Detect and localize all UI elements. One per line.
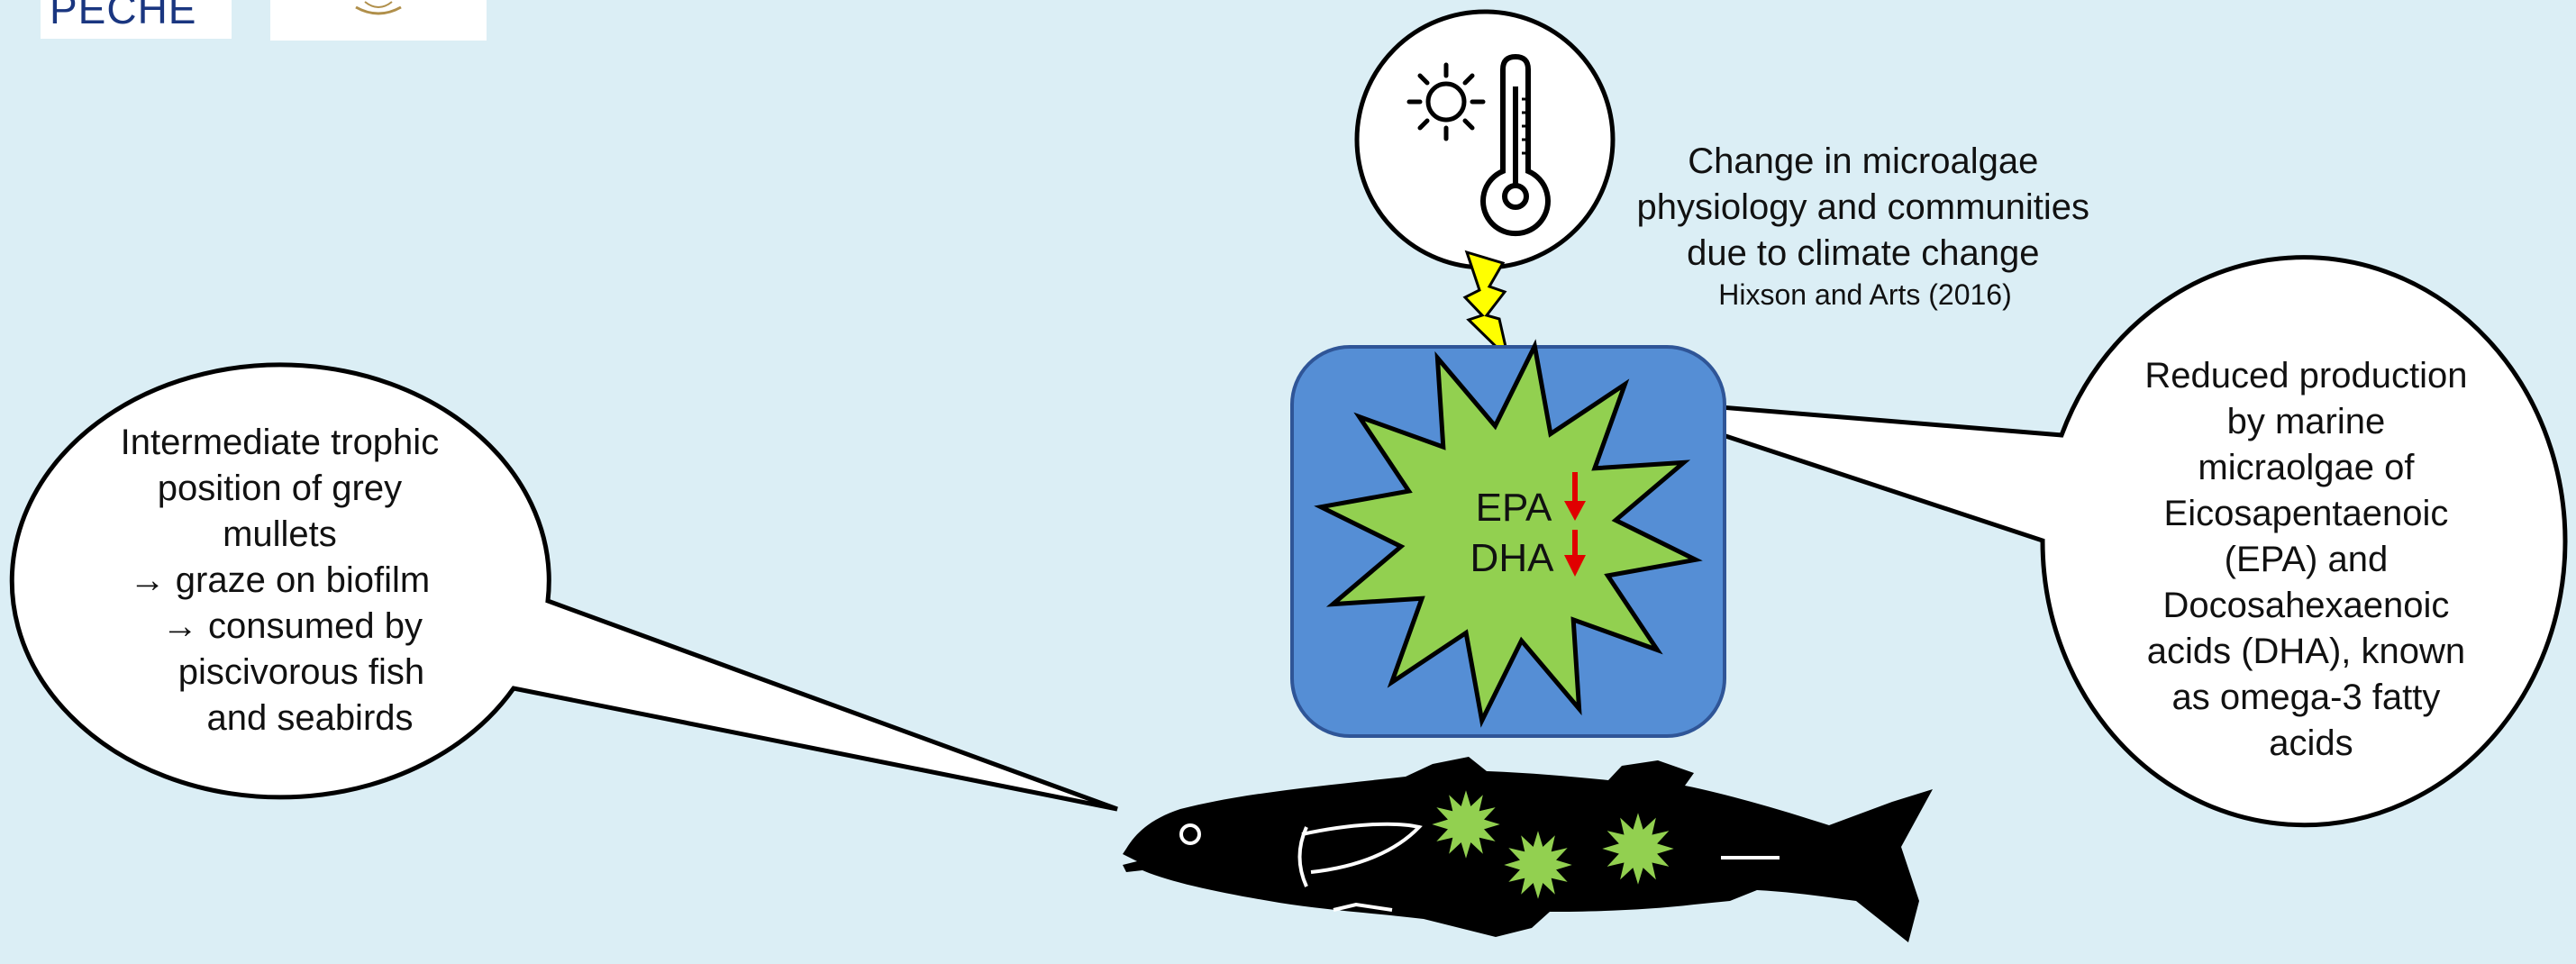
dha-label: DHA xyxy=(1470,536,1555,580)
mullet-fish-icon xyxy=(1123,757,1933,942)
logo-peche: PECHE xyxy=(41,0,232,39)
epa-label: EPA xyxy=(1476,486,1552,530)
climate-change-caption: Change in microalgae physiology and comm… xyxy=(1637,141,2094,311)
climate-icon-circle xyxy=(1357,12,1613,268)
left-speech-bubble: Intermediate trophic position of grey mu… xyxy=(12,365,1117,809)
logo-peche-text: PECHE xyxy=(50,0,196,32)
right-speech-bubble: Reduced production by marine micraolgae … xyxy=(1611,258,2565,825)
microalgae-box: EPA DHA xyxy=(1292,346,1725,736)
logo-right xyxy=(270,0,487,41)
